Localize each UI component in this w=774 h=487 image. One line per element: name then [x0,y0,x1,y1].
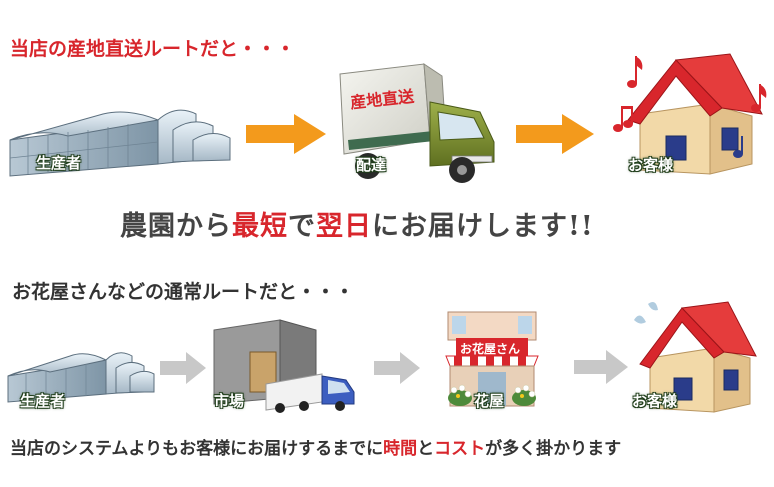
shop-sign: お花屋さん [460,342,521,356]
customer-house-illustration [610,46,770,176]
orange-arrow-icon [516,114,594,154]
cost-note: 当店のシステムよりもお客様にお届けするまでに時間とコストが多く掛かります [10,434,621,459]
tagline-emphasis-nextday: 翌日 [316,211,372,242]
gray-arrow-icon [574,350,628,384]
delivery-truck-illustration [334,62,502,184]
market-warehouse-illustration [210,318,360,414]
step-label-market: 市場 [214,392,245,410]
step-label-customer: お客様 [628,156,674,174]
note-emphasis-cost: コスト [434,439,486,459]
step-label-farm: 生産者 [20,392,66,410]
greenhouse-illustration [6,346,156,406]
note-mid: と [417,439,435,459]
step-label-farm: 生産者 [36,154,82,172]
step-label-florist: 花屋 [474,392,505,410]
florist-shop-illustration [440,308,544,412]
note-prefix: 当店のシステムよりもお客様にお届けするまでに [10,439,384,459]
step-label-delivery: 配達 [356,156,387,174]
note-emphasis-time: 時間 [383,439,418,459]
direct-route-heading: 当店の産地直送ルートだと・・・ [10,38,296,60]
tagline: 農園から最短で翌日にお届けします!! [120,204,594,243]
step-label-customer: お客様 [632,392,678,410]
orange-arrow-icon [246,114,326,154]
tagline-emphasis-shortest: 最短 [232,211,288,242]
gray-arrow-icon [374,352,420,384]
customer-house-illustration [630,290,760,416]
greenhouse-illustration [8,100,233,180]
tagline-prefix: 農園から [120,211,232,242]
tagline-suffix: にお届けします!! [372,211,594,242]
normal-route-heading: お花屋さんなどの通常ルートだと・・・ [12,281,355,303]
note-suffix: が多く掛かります [485,439,622,459]
tagline-mid: で [288,211,316,242]
gray-arrow-icon [160,352,206,384]
